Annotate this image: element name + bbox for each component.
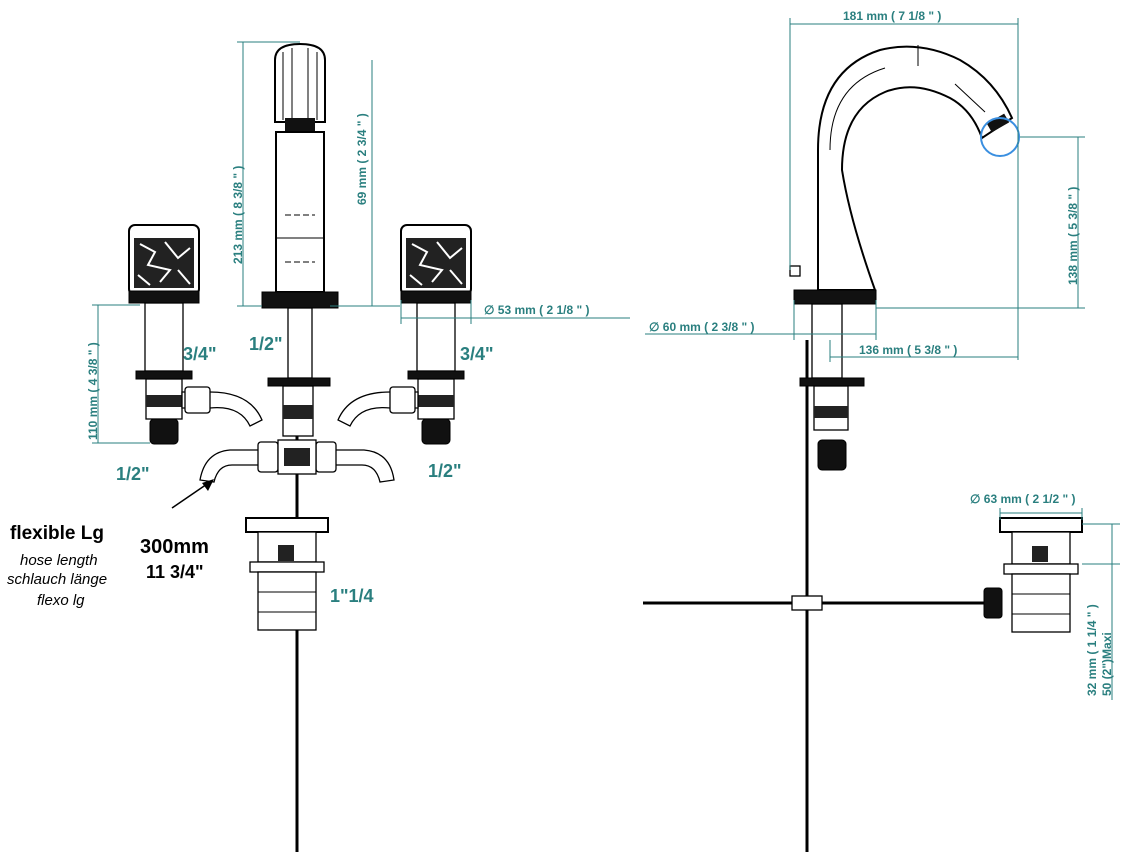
dim-reach: 181 mm ( 7 1/8 " ) [843,9,941,23]
central-spout [261,42,339,437]
hose-label-es: flexo lg [37,592,85,609]
thread-left-top: 3/4" [183,344,217,364]
hose-arrow [171,479,214,509]
hose-label-de: schlauch länge [7,571,107,588]
hose-label-en: hose length [20,552,98,569]
side-spout [789,45,1014,471]
dim-spout-height: 138 mm ( 5 3/8 " ) [1066,187,1080,285]
thread-right-top: 3/4" [460,344,494,364]
side-drain [643,517,1083,633]
dim-base-diameter: ∅ 60 mm ( 2 3/8 " ) [649,320,755,334]
dim-drain-maxi: 50 (2")Maxi [1100,632,1114,696]
thread-drain: 1"1/4 [330,586,374,606]
left-handle [128,224,263,445]
dim-total-height: 213 mm ( 8 3/8 " ) [231,166,245,264]
hose-title: flexible Lg [10,523,104,544]
side-dimension-lines [645,18,1120,700]
side-view: 181 mm ( 7 1/8 " ) 138 mm ( 5 3/8 " ) ∅ … [643,9,1120,852]
thread-left-bottom: 1/2" [116,464,150,484]
front-dimension-lines [92,41,630,444]
dim-drain-diameter: ∅ 63 mm ( 2 1/2 " ) [970,492,1076,506]
hose-length-inch: 11 3/4" [146,562,204,582]
hose-length: 300mm [140,536,209,558]
dim-projection: 136 mm ( 5 3/8 " ) [859,343,957,357]
aerator-highlight [980,117,1020,157]
thread-right-bottom: 1/2" [428,461,462,481]
dim-body-height: 69 mm ( 2 3/4 " ) [355,113,369,205]
pop-up-drain [245,517,329,631]
dim-handle-height: 110 mm ( 4 3/8 " ) [86,342,100,440]
dim-drain-height: 32 mm ( 1 1/4 " ) [1085,604,1099,696]
dim-handle-diameter: ∅ 53 mm ( 2 1/8 " ) [484,303,590,317]
front-view: 213 mm ( 8 3/8 " ) 69 mm ( 2 3/4 " ) 110… [7,41,630,852]
thread-center: 1/2" [249,334,283,354]
right-handle [337,224,472,445]
mixing-connector [199,439,395,483]
